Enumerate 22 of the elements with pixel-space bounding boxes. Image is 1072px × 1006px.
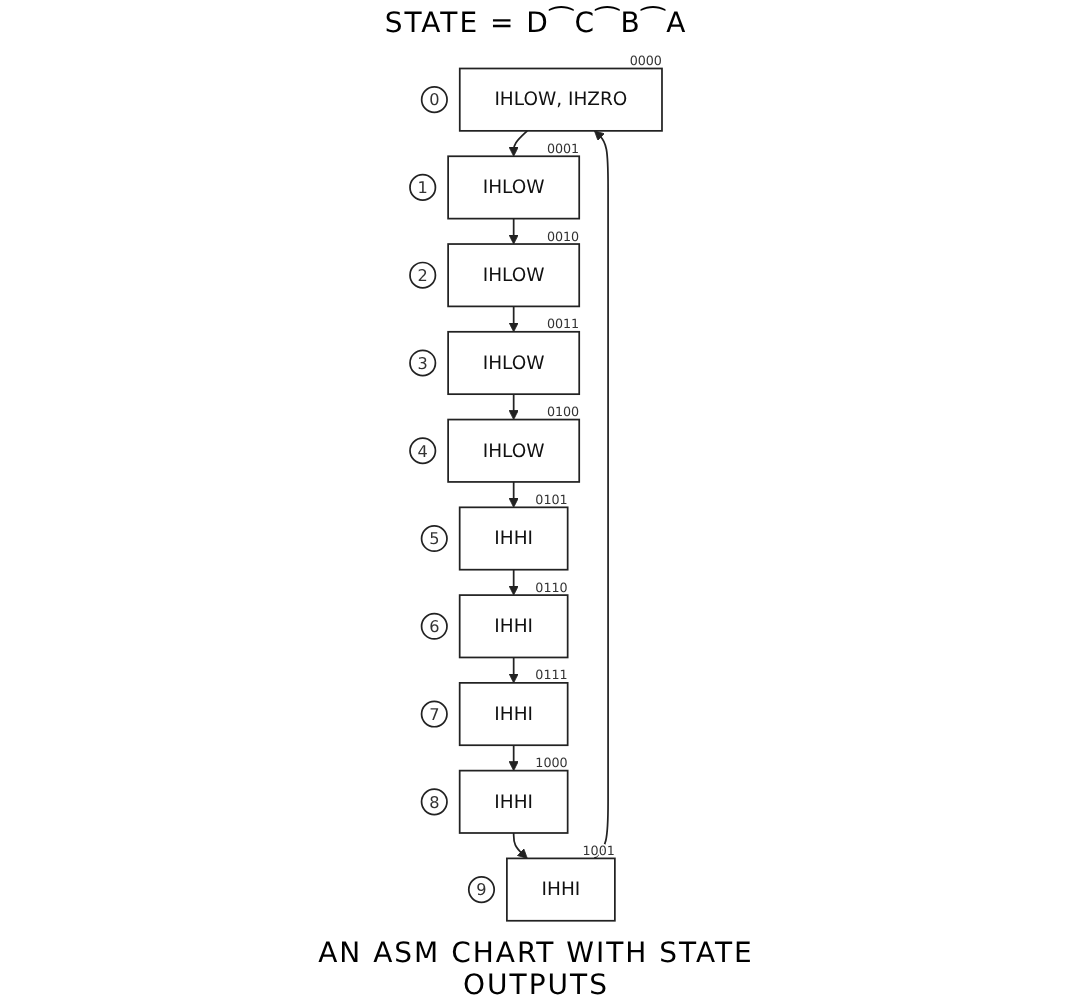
state-box: IHLOW	[447, 418, 581, 483]
state-box: IHLOW	[447, 330, 581, 396]
circled-state-number: 5	[420, 524, 448, 553]
diagram-title: STATE = D⁀C⁀B⁀A	[384, 8, 688, 40]
state-box: IHHI	[458, 769, 569, 834]
state-box: IHLOW, IHZRO	[458, 67, 663, 132]
state-box: IHHI	[458, 506, 569, 571]
circled-state-number: 6	[420, 612, 448, 640]
circled-state-number: 0	[420, 86, 448, 114]
state-box: IHHI	[458, 682, 569, 747]
state-box: IHHI	[506, 857, 616, 922]
circled-state-number: 7	[420, 700, 448, 728]
state-box: IHLOW	[447, 243, 581, 308]
circled-state-number: 9	[467, 876, 496, 904]
circled-state-number: 4	[409, 437, 437, 465]
state-box: IHHI	[458, 594, 569, 659]
circled-state-number: 2	[409, 261, 437, 289]
circled-state-number: 8	[420, 788, 448, 816]
state-box: IHLOW	[447, 155, 581, 220]
diagram-caption: AN ASM CHART WITH STATE OUTPUTS	[316, 938, 756, 1002]
circled-state-number: 3	[409, 349, 437, 377]
circled-state-number: 1	[409, 173, 437, 201]
